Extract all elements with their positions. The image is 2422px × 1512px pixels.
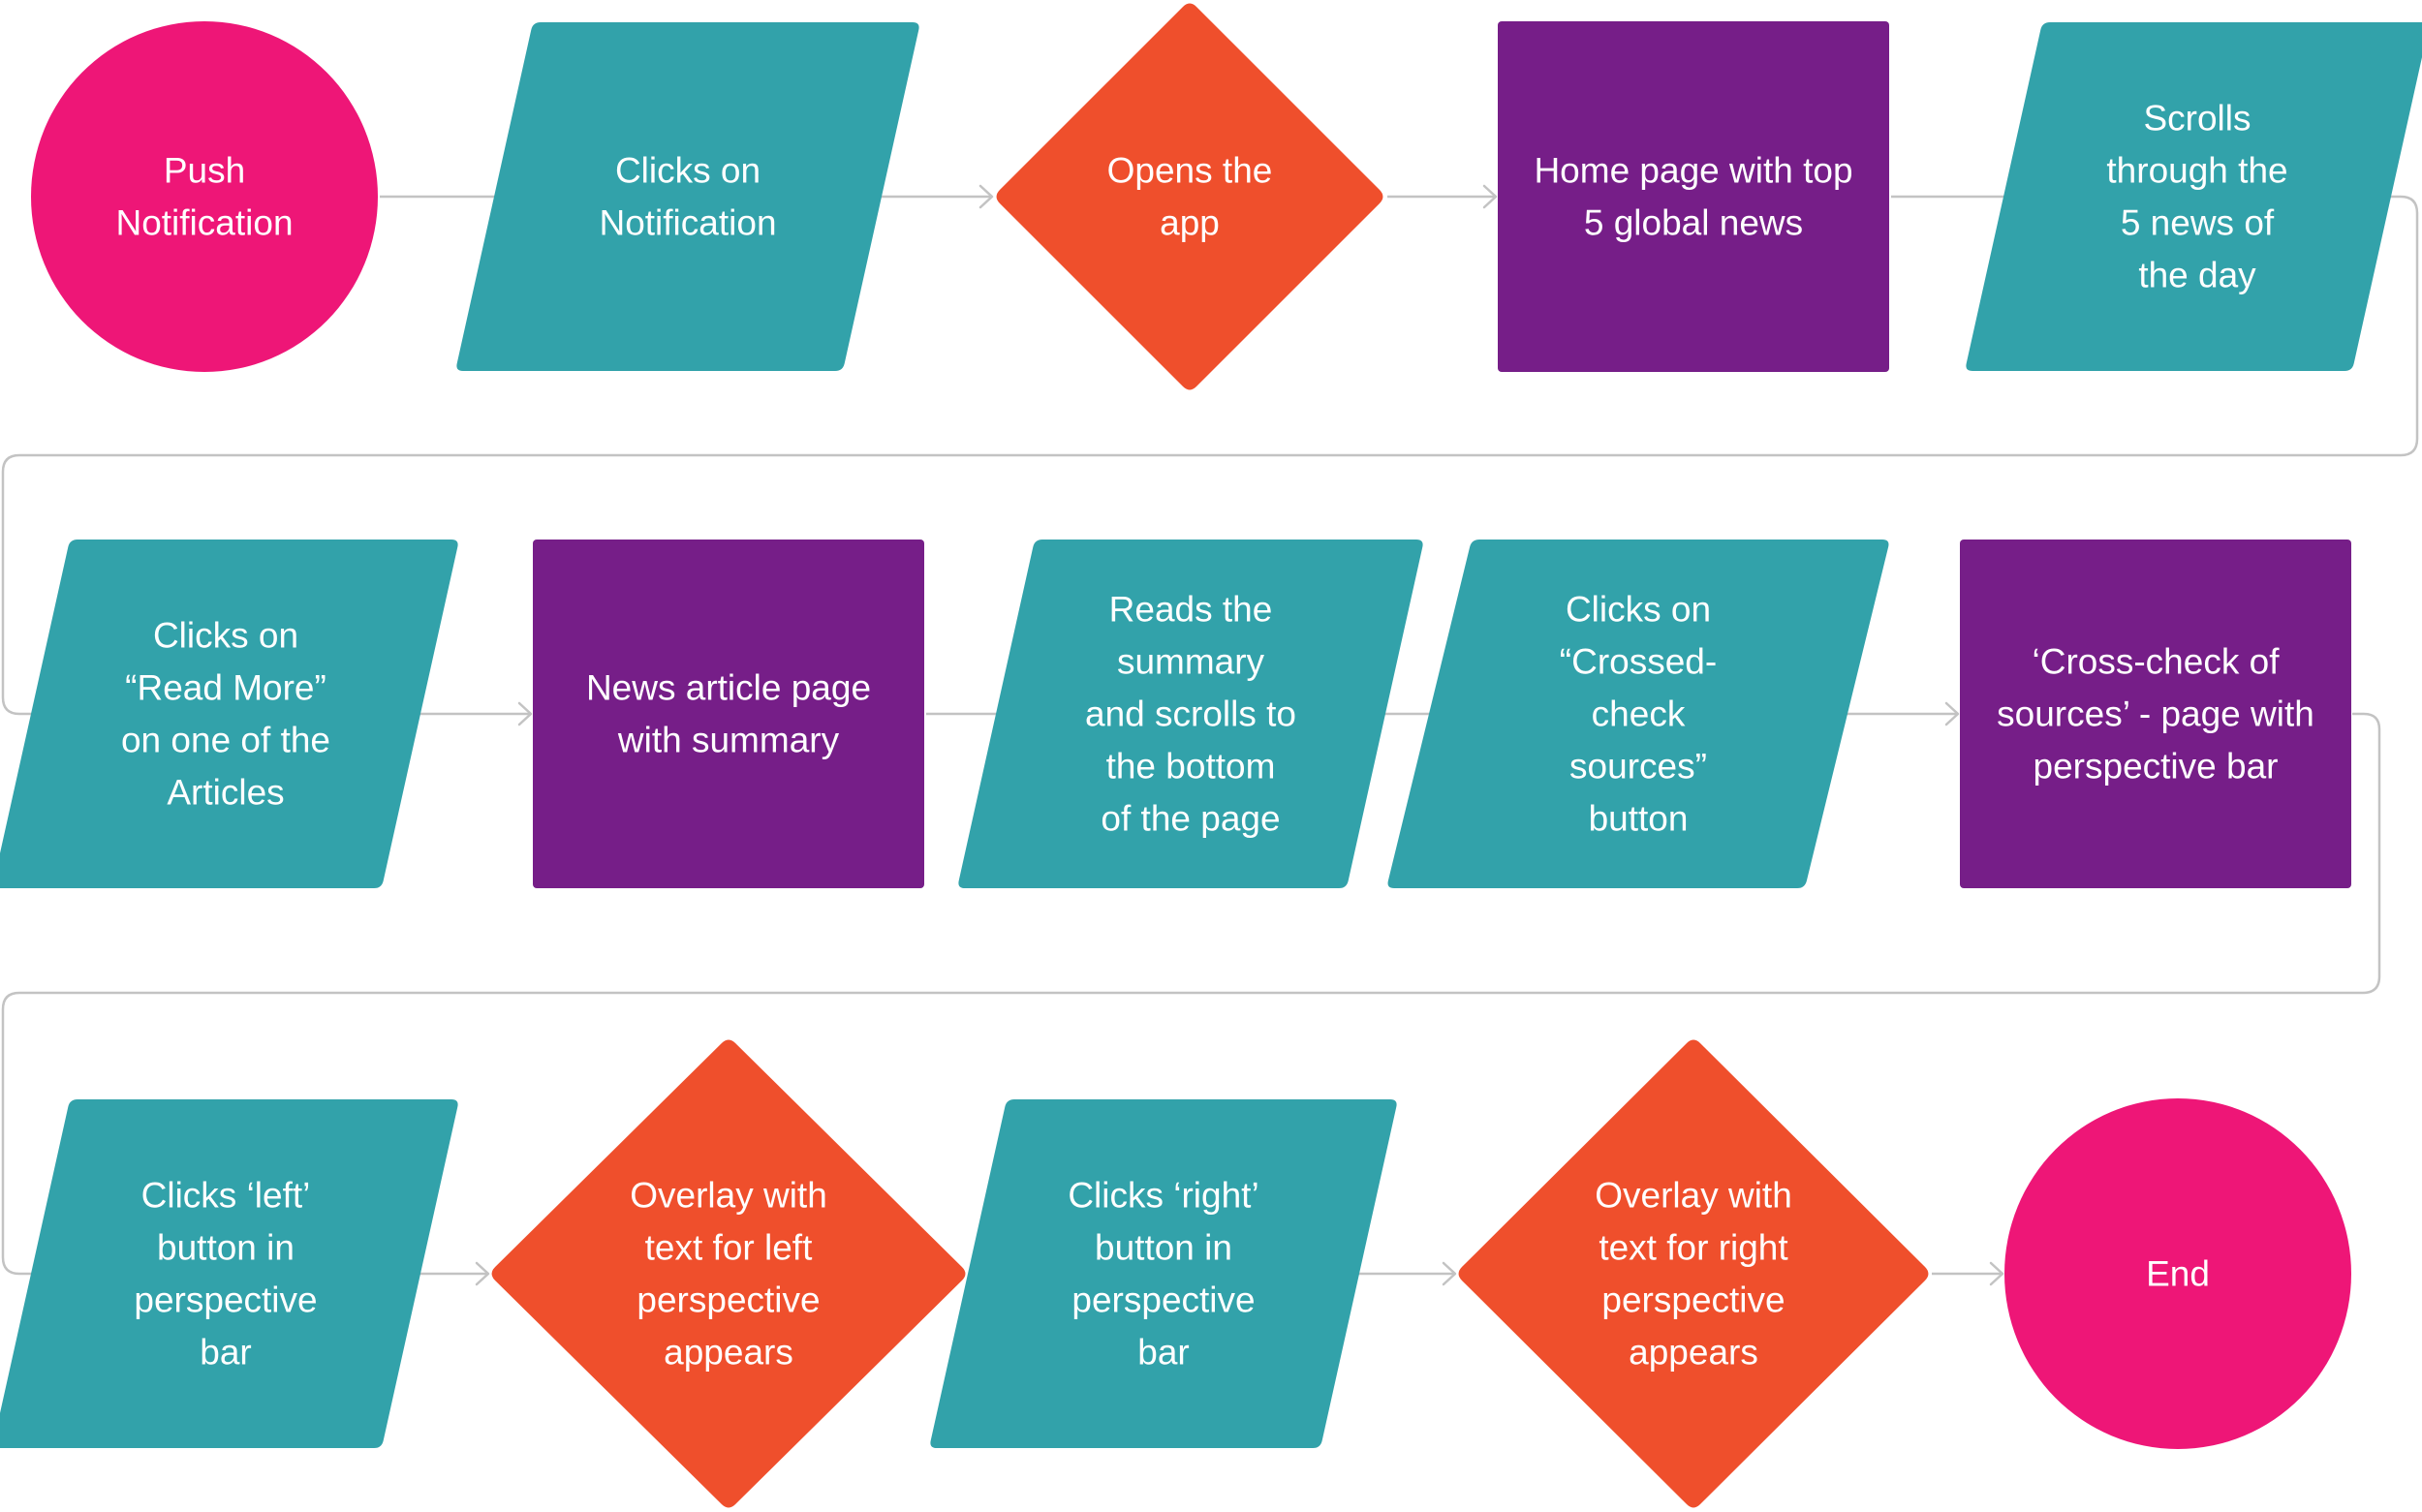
connector-arrow bbox=[1, 195, 2419, 716]
node-label-line: button bbox=[1589, 799, 1689, 839]
node-label-line: appears bbox=[1629, 1333, 1758, 1373]
terminal-circle bbox=[2004, 1098, 2351, 1449]
connector-arrow bbox=[1, 712, 2381, 1276]
node-label-line: text for left bbox=[645, 1228, 813, 1268]
flow-node-5: Scrolls through the 5 news of the day bbox=[1966, 22, 2422, 371]
arrowhead bbox=[1989, 1261, 2004, 1286]
node-label-line: appears bbox=[664, 1333, 793, 1373]
node-label-line: bar bbox=[200, 1333, 251, 1373]
node-label-line: button in bbox=[1095, 1228, 1232, 1268]
node-label-line: text for right bbox=[1599, 1228, 1788, 1268]
arrowhead bbox=[1944, 701, 1960, 726]
node-label-line: perspective bbox=[1601, 1281, 1785, 1320]
node-label-line: Overlay with bbox=[1595, 1176, 1792, 1216]
flow-node-12: Overlay with text for left perspective appe… bbox=[491, 1039, 966, 1508]
arrowhead bbox=[978, 184, 994, 209]
node-label-line: of the page bbox=[1101, 799, 1280, 839]
flow-node-11: Clicks ‘left’ button in perspective bar bbox=[0, 1099, 458, 1448]
arrowhead bbox=[475, 1261, 490, 1286]
node-label-line: Reads the bbox=[1109, 590, 1273, 630]
node-label-line: sources” bbox=[1569, 747, 1707, 787]
flow-node-7: News article page with summary bbox=[533, 540, 924, 888]
node-label-line: the bottom bbox=[1106, 747, 1276, 787]
node-label-line: and scrolls to bbox=[1085, 694, 1296, 734]
node-label-line: News article page bbox=[586, 668, 871, 708]
node-label-line: Notification bbox=[115, 203, 293, 243]
node-label-line: perspective bbox=[134, 1281, 317, 1320]
node-label-line: the day bbox=[2138, 256, 2256, 295]
node-label-line: bar bbox=[1137, 1333, 1189, 1373]
node-label-line: Opens the bbox=[1107, 151, 1273, 191]
node-label-line: through the bbox=[2106, 151, 2287, 191]
flow-node-15: End bbox=[2004, 1098, 2351, 1449]
node-label-line: perspective bar bbox=[2034, 747, 2279, 787]
arrowhead bbox=[1482, 184, 1498, 209]
flow-node-9: Clicks on “Crossed-check sources” button bbox=[1387, 540, 1889, 888]
flow-node-3: Opens the app bbox=[996, 3, 1383, 390]
action-parallelogram bbox=[456, 22, 919, 371]
decision-diamond bbox=[996, 3, 1383, 390]
decision-diamond bbox=[491, 1039, 966, 1508]
node-label-line: with summary bbox=[617, 721, 840, 760]
flow-node-8: Reads the summary and scrolls to the bottom… bbox=[958, 540, 1423, 888]
arrowhead bbox=[1442, 1261, 1457, 1286]
node-label-line: End bbox=[2146, 1254, 2210, 1294]
node-label-line: 5 news of bbox=[2121, 203, 2275, 243]
node-label-line: perspective bbox=[1071, 1281, 1255, 1320]
decision-diamond bbox=[1458, 1039, 1929, 1508]
node-label-line: Clicks ‘left’ bbox=[141, 1176, 311, 1216]
node-label-line: ‘Cross-check of bbox=[2033, 642, 2281, 682]
node-label-line: button in bbox=[157, 1228, 295, 1268]
node-label-line: Notification bbox=[599, 203, 776, 243]
node-label-line: Push bbox=[164, 151, 245, 191]
flow-node-4: Home page with top 5 global news bbox=[1498, 21, 1889, 372]
action-parallelogram bbox=[958, 540, 1423, 888]
action-parallelogram bbox=[1387, 540, 1889, 888]
node-label-line: on one of the bbox=[121, 721, 330, 760]
action-parallelogram bbox=[0, 540, 458, 888]
node-label-line: app bbox=[1160, 203, 1220, 243]
arrowhead bbox=[517, 701, 533, 726]
flow-node-10: ‘Cross-check of sources’ - page with persp… bbox=[1960, 540, 2351, 888]
node-label-line: Clicks on bbox=[1566, 590, 1711, 630]
node-label-line: summary bbox=[1117, 642, 1265, 682]
node-label-line: Clicks on bbox=[153, 616, 298, 656]
node-label-line: Overlay with bbox=[630, 1176, 827, 1216]
node-label-line: Clicks ‘right’ bbox=[1068, 1176, 1258, 1216]
page-rectangle bbox=[1498, 21, 1889, 372]
node-label-line: “Read More” bbox=[125, 668, 326, 708]
action-parallelogram bbox=[930, 1099, 1397, 1448]
flow-node-14: Overlay with text for right perspective app… bbox=[1458, 1039, 1929, 1508]
node-label-line: check bbox=[1592, 694, 1686, 734]
action-parallelogram bbox=[1966, 22, 2422, 371]
node-label-line: Scrolls bbox=[2143, 99, 2251, 139]
page-rectangle bbox=[1960, 540, 2351, 888]
node-label-line: Clicks on bbox=[615, 151, 761, 191]
node-label-line: sources’ - page with bbox=[1997, 694, 2314, 734]
flow-node-2: Clicks on Notification bbox=[456, 22, 919, 371]
node-label-line: “Crossed- bbox=[1560, 642, 1717, 682]
node-label-line: 5 global news bbox=[1584, 203, 1803, 243]
flow-node-13: Clicks ‘right’ button in perspective bar bbox=[930, 1099, 1397, 1448]
node-label-line: Articles bbox=[167, 773, 284, 813]
node-label-line: Home page with top bbox=[1534, 151, 1852, 191]
page-rectangle bbox=[533, 540, 924, 888]
node-label-line: perspective bbox=[637, 1281, 820, 1320]
flow-node-6: Clicks on “Read More” on one of theArticle… bbox=[0, 540, 458, 888]
terminal-circle bbox=[31, 21, 378, 372]
action-parallelogram bbox=[0, 1099, 458, 1448]
